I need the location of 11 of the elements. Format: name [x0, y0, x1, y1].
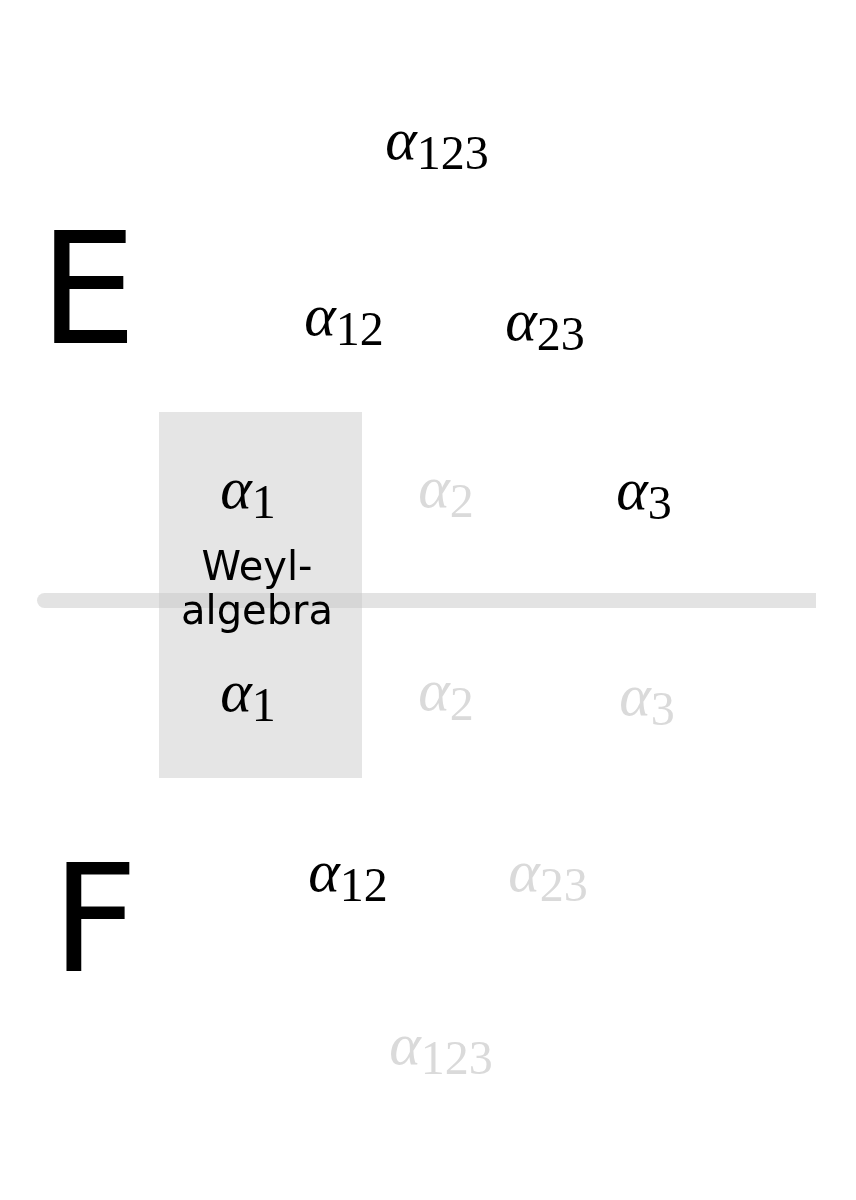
letter-label: E	[39, 211, 137, 367]
math-label: α$_{123}$	[385, 109, 489, 181]
math-label: α$_{1}$	[220, 661, 276, 733]
panel-label: Weyl-algebra	[180, 544, 334, 632]
math-label: α$_{3}$	[616, 459, 672, 531]
math-label: α$_{12}$	[304, 285, 384, 357]
math-label: α$_{23}$	[505, 290, 585, 362]
shaded-panel	[159, 412, 362, 778]
math-label: α$_{12}$	[308, 841, 388, 913]
letter-label: F	[51, 844, 139, 994]
math-label: α$_{1}$	[220, 458, 276, 530]
